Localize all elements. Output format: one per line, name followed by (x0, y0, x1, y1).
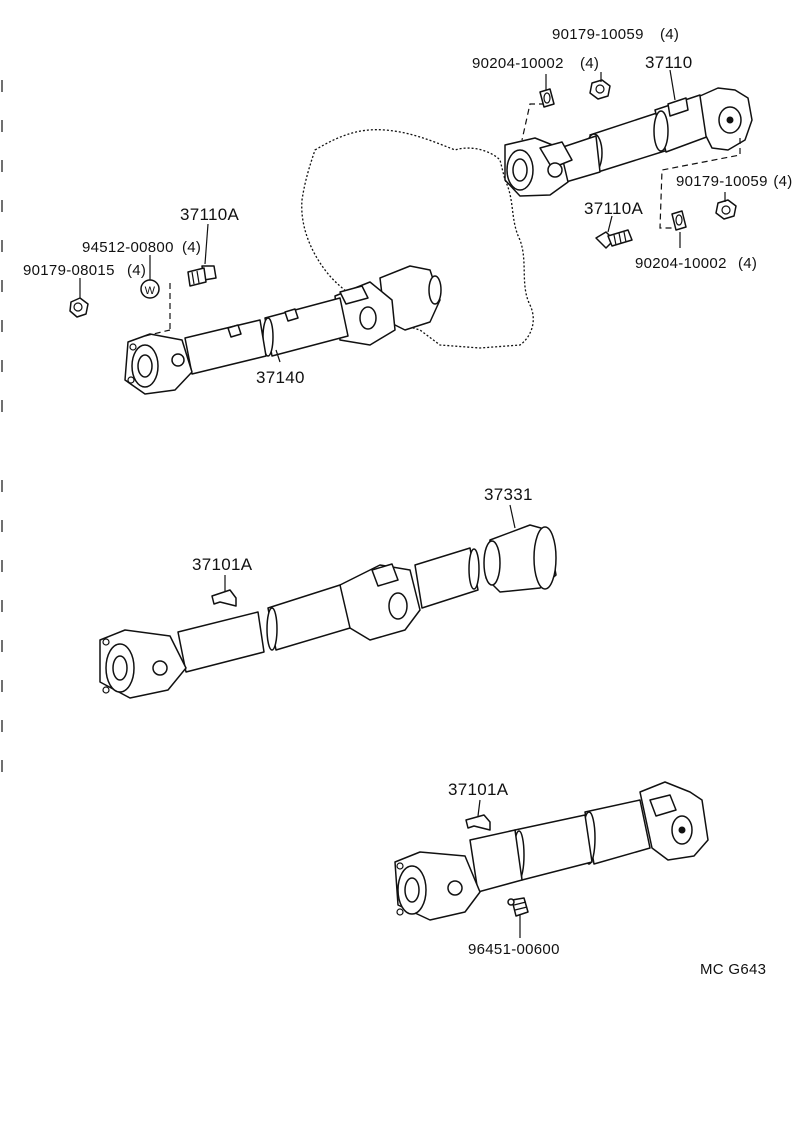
flange-nut-right (715, 199, 737, 220)
label-boot: 37331 (484, 485, 533, 504)
label-washer-top-qty: (4) (580, 55, 599, 72)
label-nut-left-qty: (4) (127, 262, 146, 279)
transfer-case-outline (301, 129, 534, 349)
leader-line (669, 69, 676, 101)
leader-line (204, 223, 209, 265)
label-grease-fitting: 96451-00600 (468, 941, 560, 958)
front-propeller-shaft-37110 (504, 87, 753, 197)
leader-line (509, 504, 516, 529)
label-nut-top-qty: (4) (660, 26, 679, 43)
guide-line (659, 138, 741, 229)
leader-line (275, 349, 281, 363)
balance-weight-1 (211, 589, 237, 607)
lock-washer-right (671, 210, 687, 231)
washer-w-mark: W (145, 285, 156, 297)
grease-fitting (507, 897, 529, 917)
flange-bolt-right (595, 229, 633, 249)
diagram-code: MC G643 (700, 961, 766, 978)
label-washer-left: 94512-00800 (82, 239, 174, 256)
label-nut-left: 90179-08015 (23, 262, 115, 279)
flange-bolt-left (187, 265, 217, 287)
guide-line (521, 103, 545, 141)
label-nut-right-qty: (4) (773, 173, 792, 190)
label-washer-right-qty: (4) (738, 255, 757, 272)
label-bolt-right: 37110A (584, 199, 644, 218)
intermediate-shaft-37140 (124, 265, 442, 395)
label-bolt-left: 37110A (180, 205, 240, 224)
label-washer-left-qty: (4) (182, 239, 201, 256)
label-washer-right: 90204-10002 (635, 255, 727, 272)
balance-weight-2 (465, 814, 491, 831)
leader-line (477, 799, 481, 817)
bottom-propeller-shaft (394, 781, 709, 921)
label-nut-top: 90179-10059 (552, 26, 644, 43)
rear-propeller-shaft (99, 524, 557, 699)
label-nut-right: 90179-10059 (676, 173, 768, 190)
flange-nut-top (589, 79, 611, 100)
label-washer-top: 90204-10002 (472, 55, 564, 72)
label-balance-weight-1: 37101A (192, 555, 253, 574)
plain-washer-left: W (140, 279, 160, 299)
label-balance-weight-2: 37101A (448, 780, 509, 799)
flange-nut-left (69, 297, 89, 318)
label-shaft-front: 37110 (645, 53, 693, 72)
lock-washer-top (539, 88, 555, 108)
label-shaft-mid: 37140 (256, 368, 305, 387)
guide-line (144, 329, 171, 337)
leader-line (607, 215, 613, 233)
